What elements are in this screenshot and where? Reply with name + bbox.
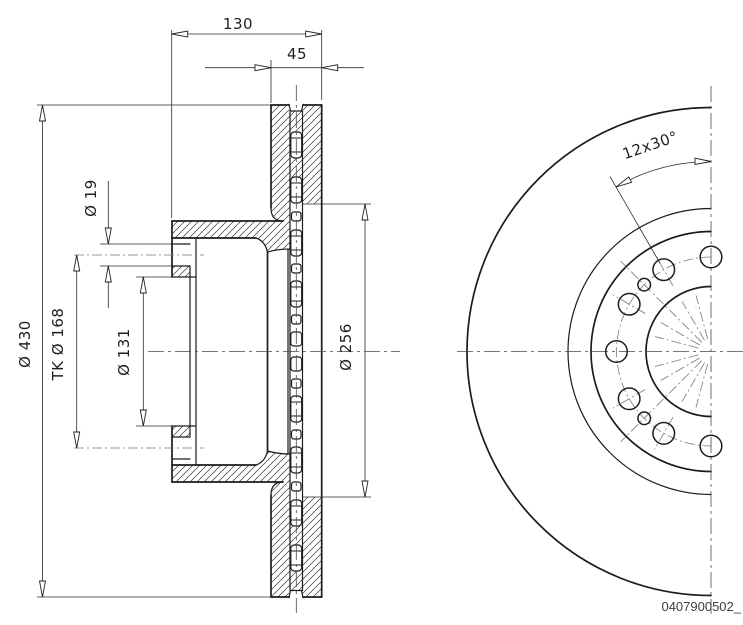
dim-thickness-label: 45 [287, 45, 307, 63]
dimension-bolt-hole: Ø 19 [82, 179, 172, 308]
part-number: 0407900502_ [661, 599, 741, 614]
dim-outer-diameter-label: Ø 430 [16, 320, 34, 368]
bolt-holes [604, 245, 723, 458]
bolt-circle-centerline [616, 256, 712, 447]
front-view: 12x30° [457, 86, 743, 614]
dimension-130: 130 [171, 15, 323, 218]
dim-bolt-pattern-label: 12x30° [620, 127, 680, 163]
bolt-hole-radial-centerlines [612, 253, 674, 450]
dimension-bolt-circle: TK Ø 168 [49, 254, 81, 449]
dim-bolt-hole-label: Ø 19 [82, 179, 100, 217]
center-star-rays [620, 260, 708, 443]
dim-bolt-circle-label: TK Ø 168 [49, 308, 67, 382]
dim-total-width-label: 130 [223, 15, 253, 33]
dimension-outer-diameter: Ø 430 [16, 104, 271, 598]
front-view-centerlines [457, 86, 743, 614]
dim-friction-inner-label: Ø 256 [337, 323, 355, 371]
section-hatching [171, 105, 322, 597]
dim-pilot-diameter-label: Ø 131 [115, 328, 133, 376]
small-hole-upper [637, 277, 652, 292]
dimension-friction-inner: Ø 256 [302, 203, 371, 498]
section-outline [171, 103, 323, 599]
section-view: 130 45 Ø 430 TK Ø 168 [16, 15, 400, 613]
dimension-pilot-diameter: Ø 131 [115, 276, 172, 427]
section-centerlines [74, 85, 400, 613]
small-hole-lower [637, 411, 652, 426]
dimension-45: 45 [205, 45, 364, 103]
